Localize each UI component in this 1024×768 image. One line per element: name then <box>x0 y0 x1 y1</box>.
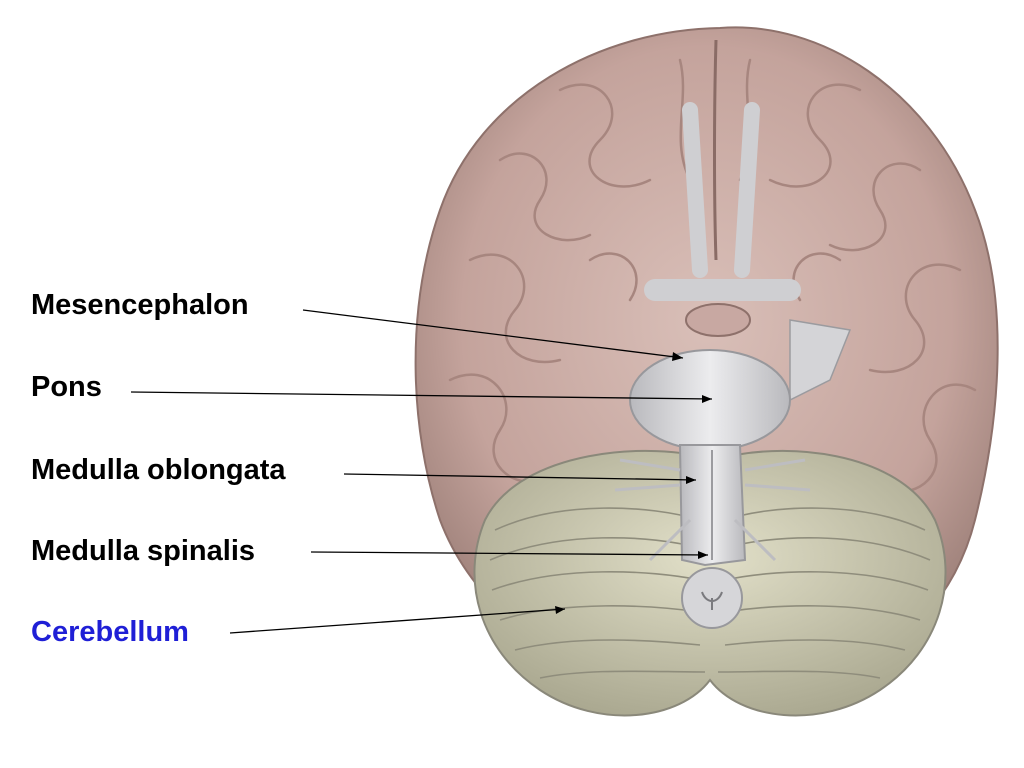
leader-line-medulla-oblongata <box>343 473 697 481</box>
arrowhead-cerebellum <box>555 606 565 614</box>
label-pons: Pons <box>31 371 102 403</box>
arrowhead-mesencephalon <box>672 352 683 361</box>
leader-line-pons <box>130 391 713 400</box>
label-mesencephalon: Mesencephalon <box>31 289 249 321</box>
arrowhead-medulla-oblongata <box>686 476 696 484</box>
brainstem <box>614 102 852 629</box>
leader-line-mesencephalon <box>302 309 684 359</box>
label-medulla-oblongata: Medulla oblongata <box>31 454 286 486</box>
label-cerebellum: Cerebellum <box>31 616 189 648</box>
leader-line-medulla-spinalis <box>310 551 709 556</box>
label-medulla-spinalis: Medulla spinalis <box>31 535 255 567</box>
arrowhead-pons <box>702 395 712 403</box>
leader-line-cerebellum <box>229 608 566 634</box>
arrowhead-medulla-spinalis <box>698 551 708 559</box>
